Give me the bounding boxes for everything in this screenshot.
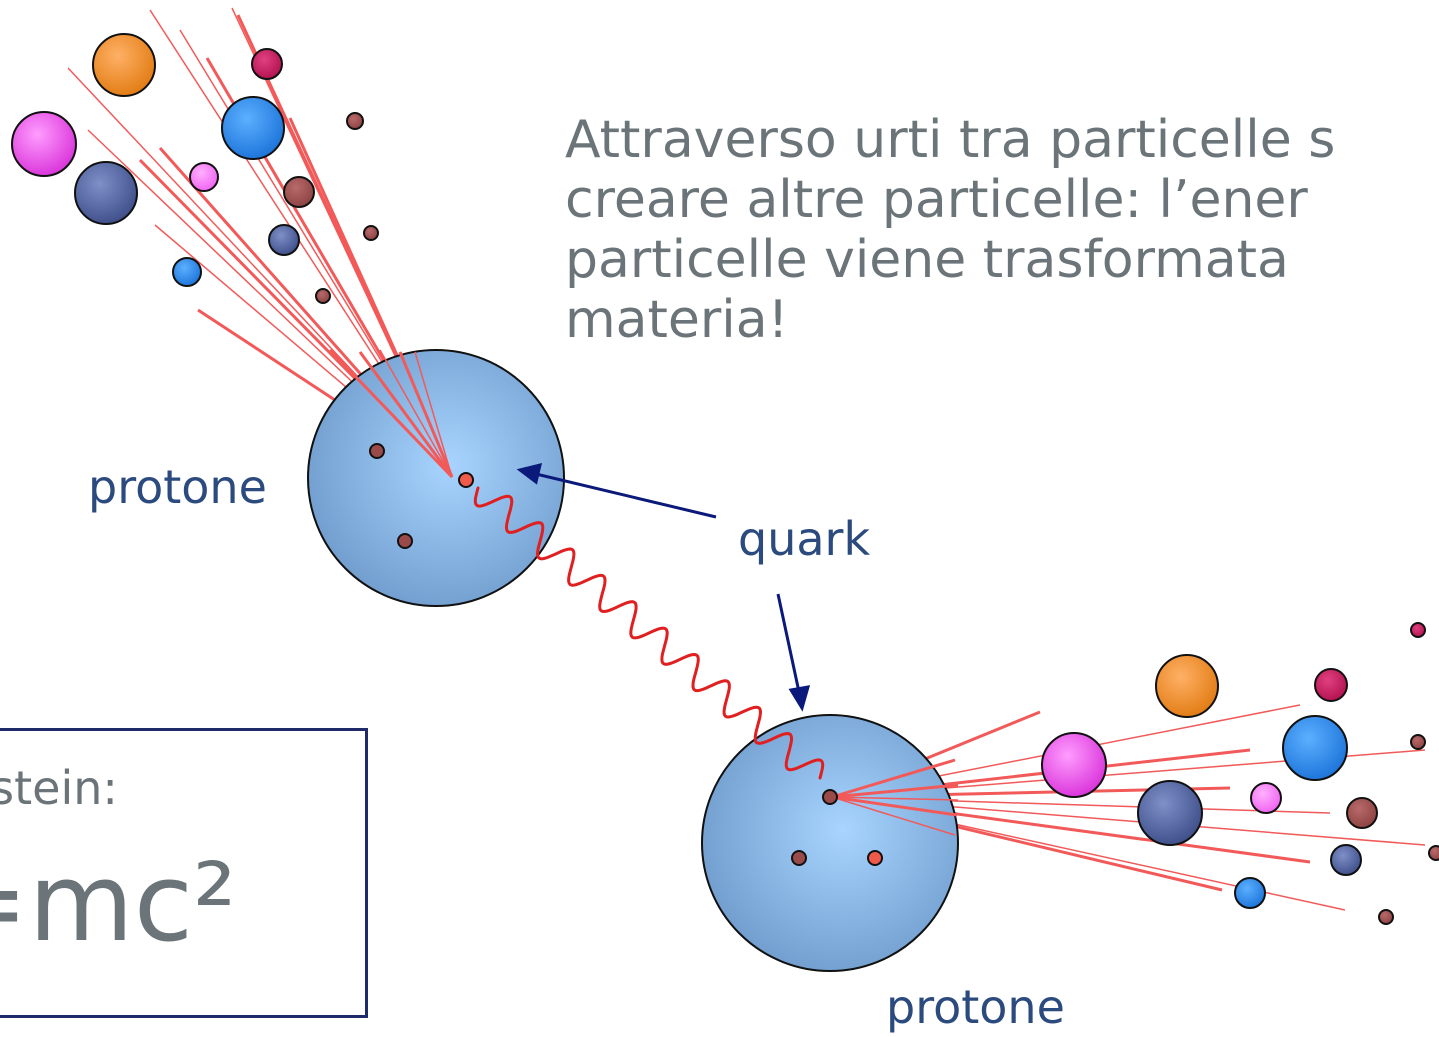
- particle: [363, 225, 379, 241]
- particle: [1282, 715, 1348, 781]
- quark-dot: [867, 850, 883, 866]
- particle: [74, 161, 138, 225]
- quark-arrows: [516, 462, 811, 712]
- particle: [251, 48, 283, 80]
- quark-dot: [822, 789, 838, 805]
- quark-dot: [791, 850, 807, 866]
- particle: [1378, 909, 1394, 925]
- jet-lines-top-front: [328, 348, 454, 479]
- einstein-label: nstein:: [0, 761, 118, 815]
- particle: [1410, 734, 1426, 750]
- particle: [1346, 797, 1378, 829]
- particle: [346, 112, 364, 130]
- particle: [11, 111, 77, 177]
- particle: [1410, 622, 1426, 638]
- particle: [172, 257, 202, 287]
- description-text: Attraverso urti tra particelle s creare …: [565, 110, 1336, 350]
- particle: [1314, 668, 1348, 702]
- label-proton-bottom: protone: [886, 980, 1065, 1034]
- quark-dot: [369, 443, 385, 459]
- particle: [268, 224, 300, 256]
- jet-lines-bottom-front: [831, 758, 959, 836]
- gluon-wave: [473, 486, 825, 780]
- label-proton-top: protone: [88, 460, 267, 514]
- particle: [1330, 844, 1362, 876]
- particles-bottom: [1041, 622, 1439, 925]
- particle: [1234, 877, 1266, 909]
- particle: [92, 33, 156, 97]
- particle: [189, 162, 219, 192]
- particle: [221, 96, 285, 160]
- particle: [1041, 732, 1107, 798]
- particle: [1428, 845, 1439, 861]
- proton-bottom: [701, 714, 959, 972]
- proton-top: [307, 349, 565, 607]
- quark-dot: [397, 533, 413, 549]
- label-quark: quark: [738, 512, 871, 566]
- einstein-box: nstein: =mc²: [0, 728, 368, 1018]
- particle: [283, 176, 315, 208]
- particle: [1137, 780, 1203, 846]
- particle: [1155, 654, 1219, 718]
- particle: [315, 288, 331, 304]
- particle: [1250, 782, 1282, 814]
- einstein-formula: =mc²: [0, 841, 237, 966]
- quark-dot: [458, 472, 474, 488]
- particles-top: [11, 33, 379, 304]
